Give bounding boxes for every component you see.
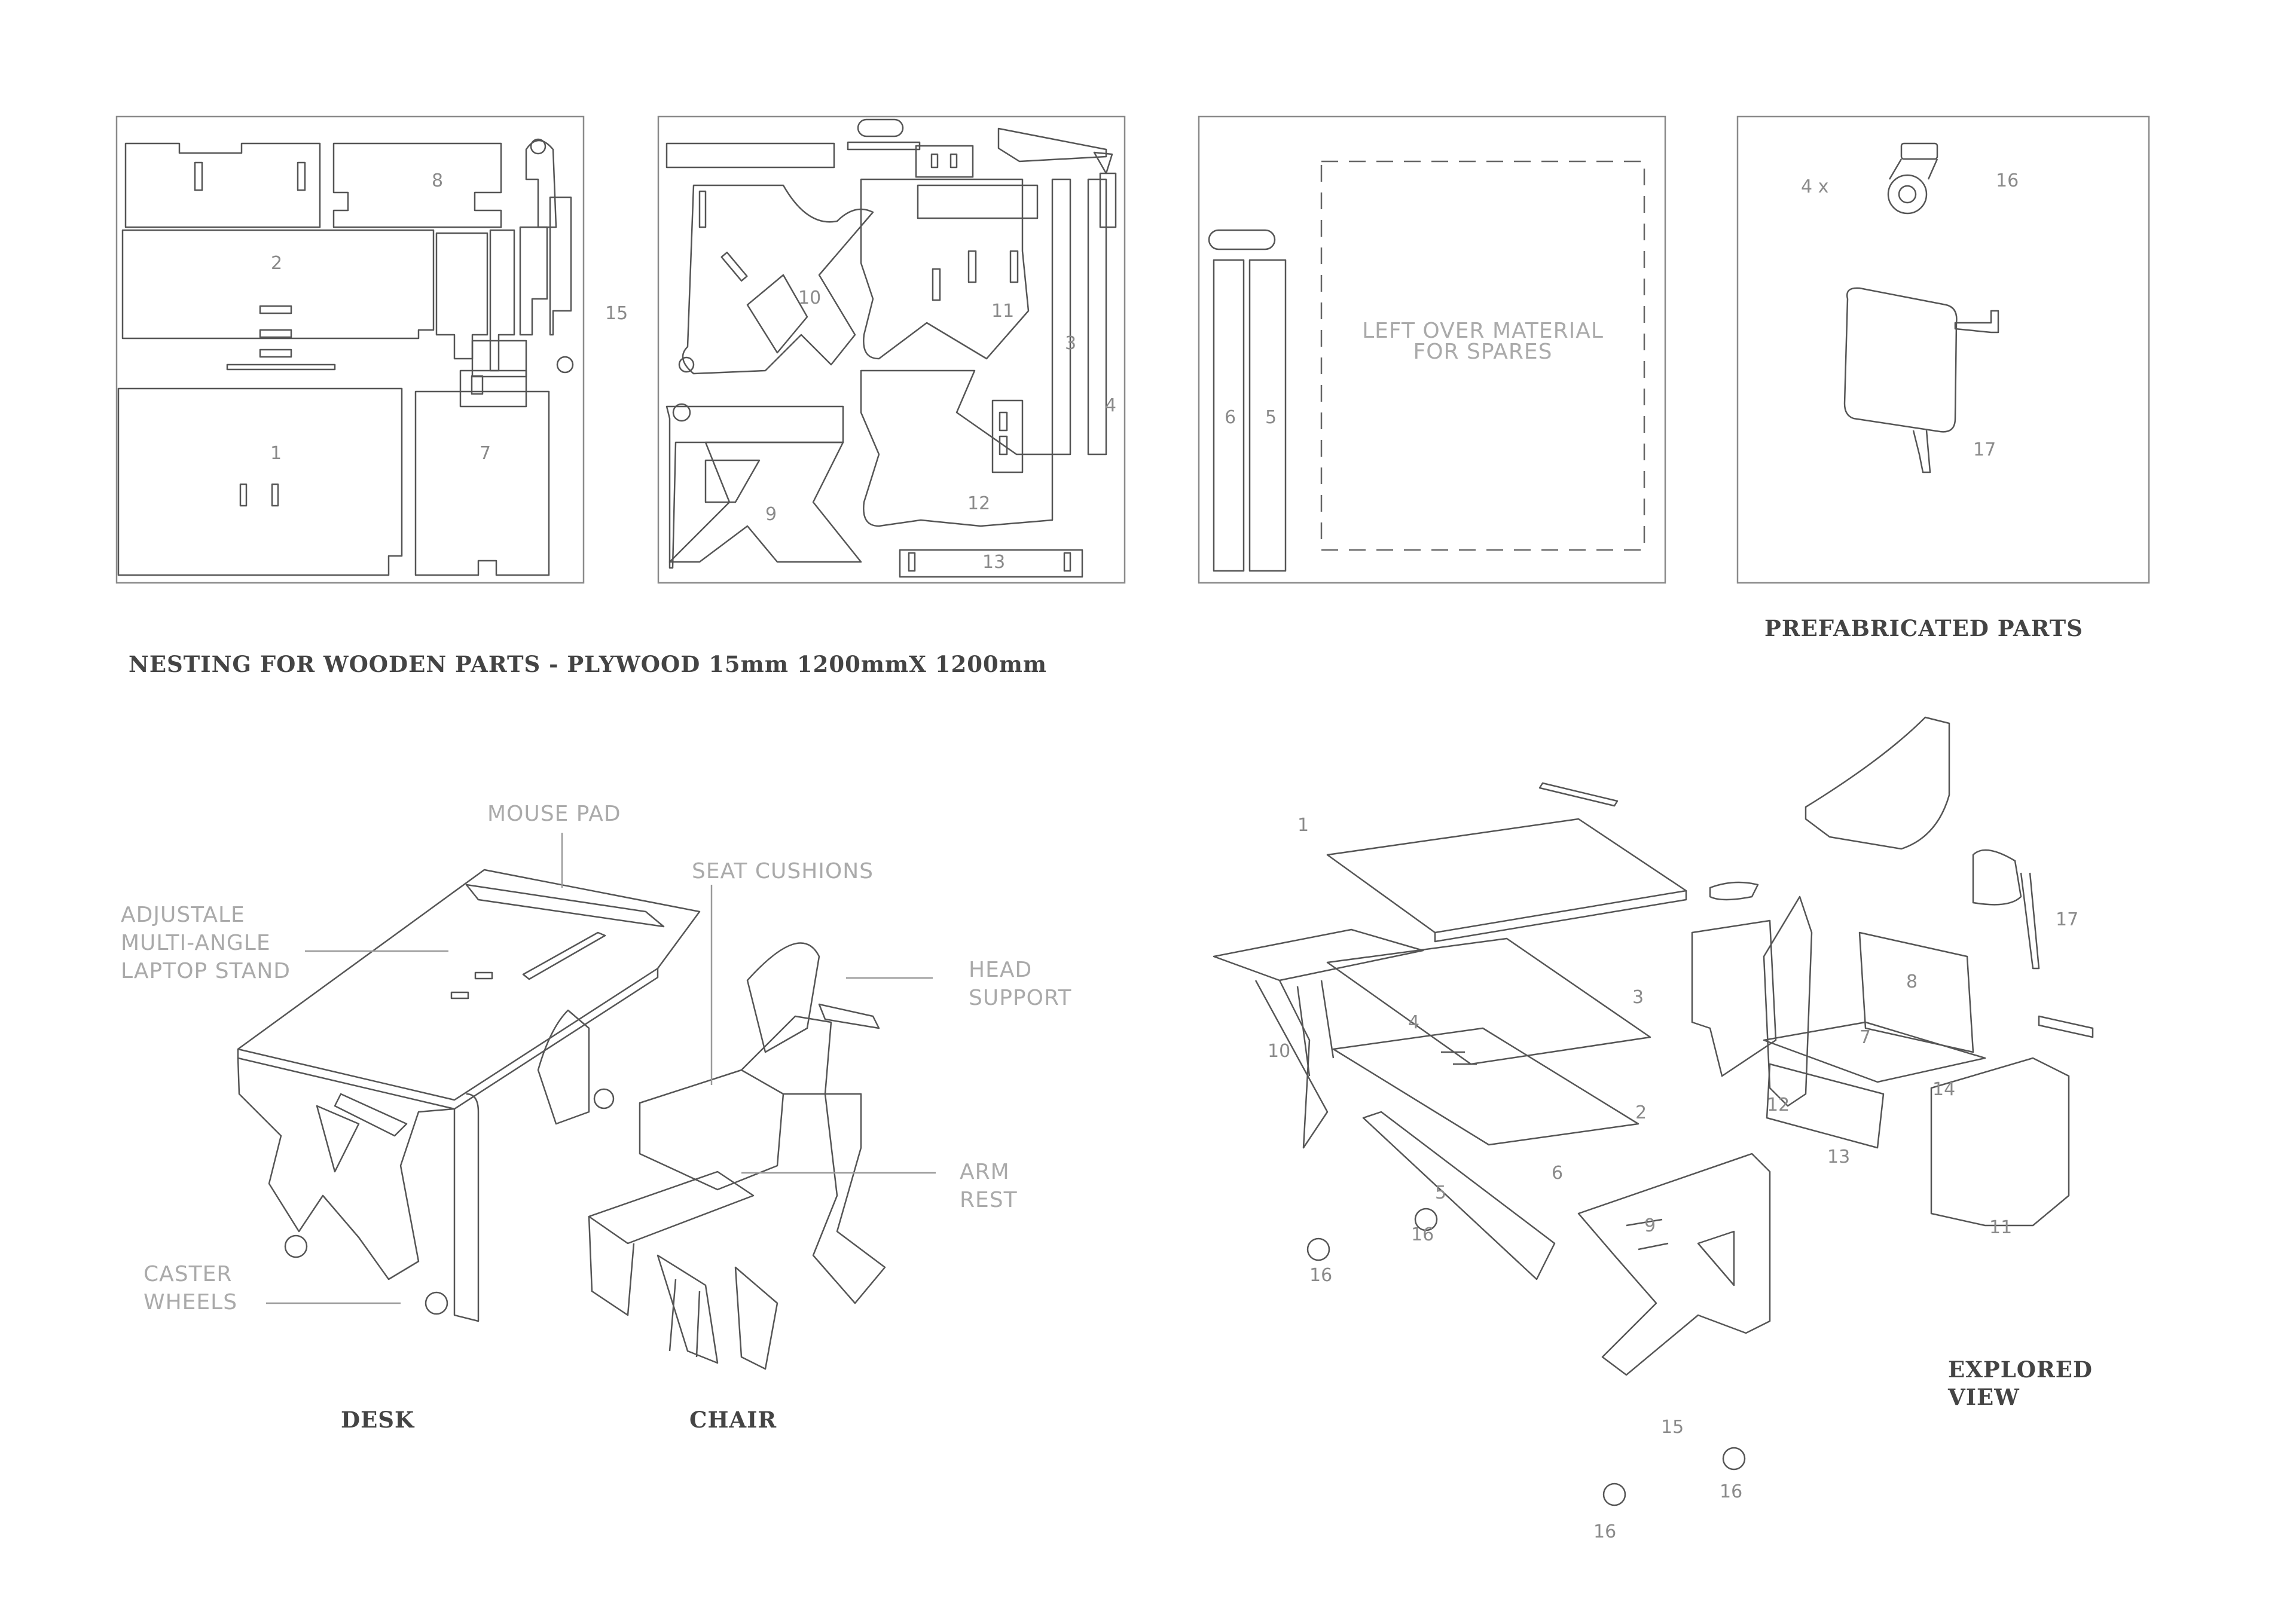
callout-head-support-1: HEAD xyxy=(969,958,1032,982)
chair-heading: CHAIR xyxy=(689,1407,777,1433)
callout-seat-cushions: SEAT CUSHIONS xyxy=(692,859,874,884)
exploded-label-15: 15 xyxy=(1661,1417,1684,1438)
callout-caster-1: CASTER xyxy=(144,1262,232,1286)
exploded-label-16d: 16 xyxy=(1593,1521,1616,1542)
panel3-label-5: 5 xyxy=(1265,407,1277,428)
panel2-label-9: 9 xyxy=(765,504,777,525)
panel2-label-3: 3 xyxy=(1065,333,1076,354)
exploded-label-8: 8 xyxy=(1906,971,1918,992)
exploded-label-3: 3 xyxy=(1632,987,1644,1008)
exploded-label-4: 4 xyxy=(1408,1012,1419,1033)
desk-heading: DESK xyxy=(341,1407,415,1433)
exploded-label-2: 2 xyxy=(1635,1102,1647,1123)
callout-arm-rest-1: ARM xyxy=(960,1160,1010,1184)
explored-heading-2: VIEW xyxy=(1947,1384,2020,1410)
callout-caster-2: WHEELS xyxy=(144,1290,237,1315)
exploded-labels: 1 17 3 8 10 4 7 2 12 14 6 13 5 9 11 16 1… xyxy=(1268,815,2078,1542)
prefab-panel: 4 x 16 17 xyxy=(1736,115,2150,584)
prefab-heading: PREFABRICATED PARTS xyxy=(1764,615,2083,641)
exploded-label-16a: 16 xyxy=(1309,1265,1332,1286)
exploded-label-9: 9 xyxy=(1644,1215,1656,1236)
exploded-label-17: 17 xyxy=(2056,909,2078,930)
callout-arm-rest-2: REST xyxy=(960,1188,1018,1212)
panel2-label-13: 13 xyxy=(982,552,1005,573)
panel2-label-4: 4 xyxy=(1105,395,1116,416)
callout-laptop-stand-1: ADJUSTALE xyxy=(121,903,245,927)
exploded-label-13: 13 xyxy=(1827,1147,1850,1167)
prefab-label-16: 16 xyxy=(1996,170,2019,191)
exploded-label-10: 10 xyxy=(1268,1041,1290,1062)
panel2-label-12: 12 xyxy=(967,493,990,514)
exploded-label-1: 1 xyxy=(1297,815,1309,836)
nesting-heading: NESTING FOR WOODEN PARTS - PLYWOOD 15mm … xyxy=(129,651,1047,677)
exploded-label-14: 14 xyxy=(1932,1079,1955,1100)
panel1-label-1: 1 xyxy=(270,443,282,464)
exploded-label-11: 11 xyxy=(1989,1217,2012,1238)
panel2-label-11: 11 xyxy=(991,301,1014,322)
exploded-label-16b: 16 xyxy=(1411,1224,1434,1245)
nesting-panel-1: 8 2 1 7 15 xyxy=(115,115,628,584)
headrest-icon xyxy=(1843,287,1999,473)
callout-head-support-2: SUPPORT xyxy=(969,986,1071,1010)
caster-icon xyxy=(1887,142,1938,215)
leftover-text-1: LEFT OVER MATERIAL xyxy=(1362,319,1604,343)
callout-leaders xyxy=(266,833,936,1304)
panel2-label-10: 10 xyxy=(798,288,821,308)
leftover-text-2: FOR SPARES xyxy=(1413,340,1553,364)
callout-mouse-pad: MOUSE PAD xyxy=(487,802,621,826)
nesting-panel-3: 6 5 LEFT OVER MATERIAL FOR SPARES xyxy=(1198,115,1666,584)
exploded-label-12: 12 xyxy=(1767,1095,1790,1115)
desk-chair-assembly xyxy=(237,869,886,1370)
prefab-qty: 4 x xyxy=(1801,176,1828,197)
panel1-label-15: 15 xyxy=(605,303,628,324)
panel1-label-8: 8 xyxy=(432,170,443,191)
panel3-label-6: 6 xyxy=(1225,407,1236,428)
exploded-label-7: 7 xyxy=(1860,1027,1871,1048)
callout-laptop-stand-3: LAPTOP STAND xyxy=(121,959,291,983)
explored-heading-1: EXPLORED xyxy=(1948,1356,2093,1383)
panel1-label-7: 7 xyxy=(480,443,491,464)
panel1-label-2: 2 xyxy=(271,253,282,274)
exploded-label-5: 5 xyxy=(1435,1182,1446,1203)
nesting-panel-2: 10 11 3 4 9 12 13 xyxy=(657,115,1126,584)
prefab-label-17: 17 xyxy=(1973,439,1996,460)
exploded-label-6: 6 xyxy=(1552,1163,1563,1184)
exploded-view xyxy=(1213,716,2094,1506)
callout-laptop-stand-2: MULTI-ANGLE xyxy=(121,931,271,955)
exploded-label-16c: 16 xyxy=(1720,1481,1742,1502)
